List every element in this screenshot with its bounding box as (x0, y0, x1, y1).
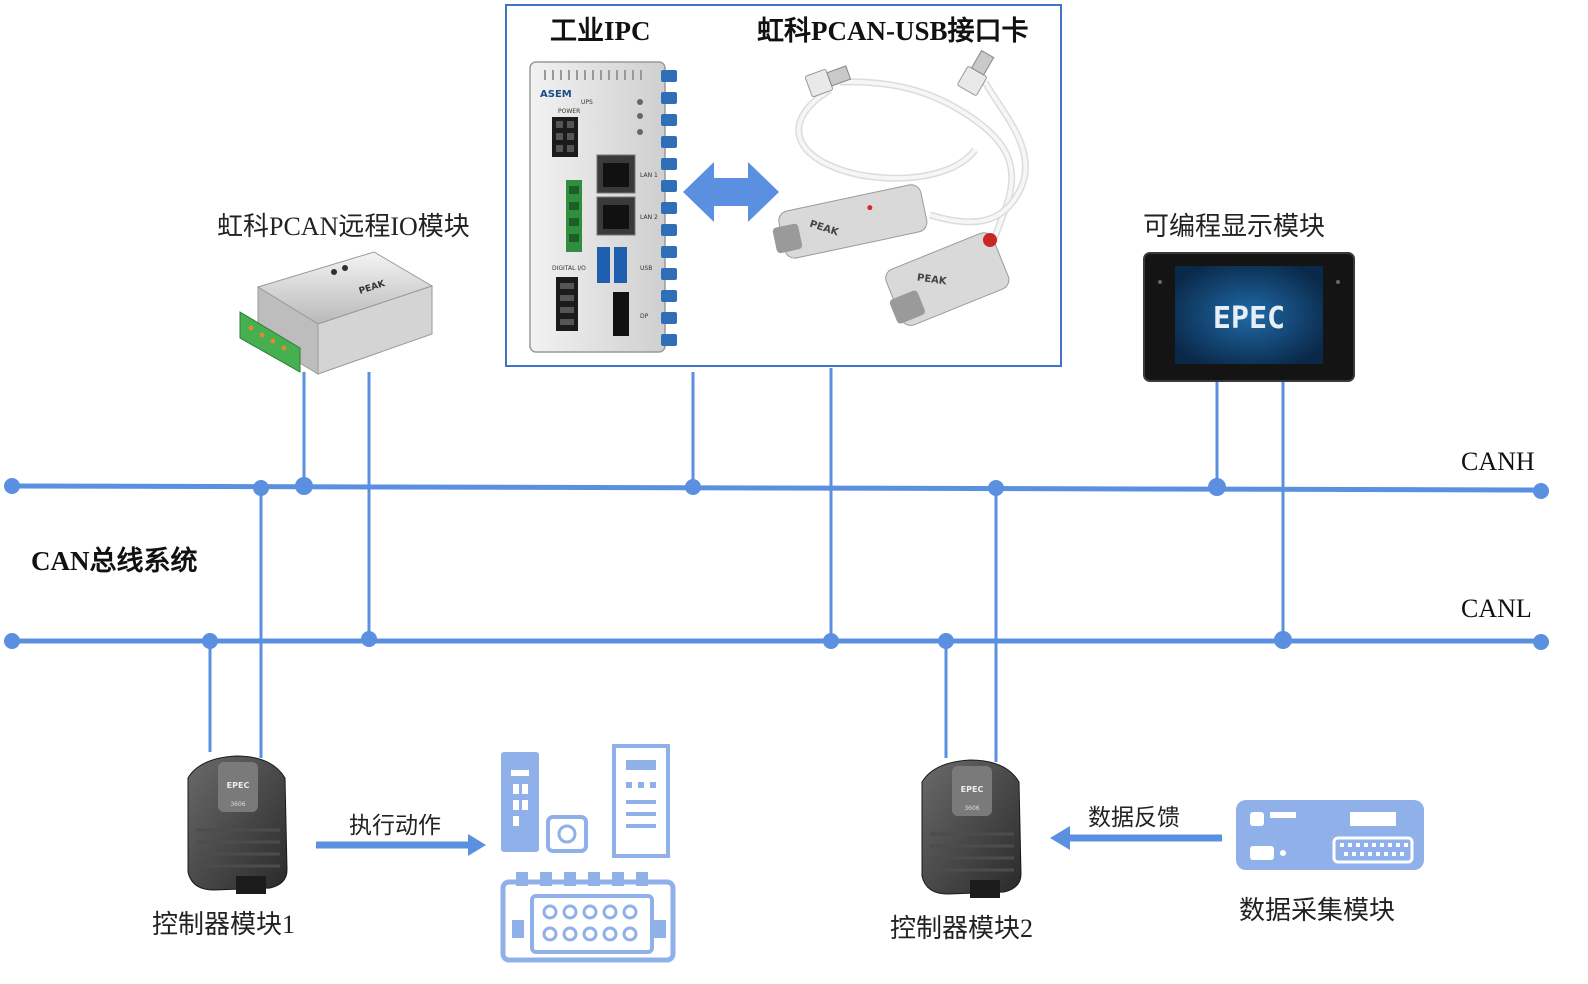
pcan-brand-2: PEAK (916, 272, 948, 287)
pcan-usb-image: PEAK PEAK (772, 49, 1029, 326)
canh-line (11, 483, 1542, 493)
ipc-brand: ASEM (540, 89, 572, 100)
daq-image (1236, 800, 1424, 870)
system-title: CAN总线系统 (31, 545, 198, 576)
ipc-port-lan2: LAN 2 (640, 214, 658, 221)
controller-2-image: EPEC 3606 (921, 759, 1022, 898)
display-brand: EPEC (1213, 301, 1285, 336)
remote-io-label: 虹科PCAN远程IO模块 (217, 212, 470, 241)
controller-2-model: 3606 (964, 805, 979, 812)
action-label: 执行动作 (349, 813, 441, 838)
canl-nodes (4, 631, 1549, 650)
ipc-link-arrow (683, 162, 779, 222)
remote-io-image: PEAK (239, 251, 434, 375)
drop-lines (208, 368, 1285, 762)
ipc-port-power: POWER (558, 108, 580, 115)
pcan-usb-label: 虹科PCAN-USB接口卡 (757, 16, 1029, 46)
ipc-port-ups: UPS (581, 99, 593, 106)
controller-2-label: 控制器模块2 (890, 914, 1033, 943)
ipc-port-lan1: LAN 1 (640, 172, 658, 179)
display-label: 可编程显示模块 (1143, 212, 1325, 241)
action-arrow (316, 834, 486, 856)
controller-1-model: 3606 (230, 801, 245, 808)
feedback-arrow (1050, 826, 1222, 850)
canh-nodes (4, 477, 1549, 499)
controller-1-image: EPEC 3606 (187, 755, 288, 894)
feedback-label: 数据反馈 (1088, 805, 1180, 830)
controller-1-brand: EPEC (227, 781, 250, 790)
ipc-port-dp: DP (640, 313, 649, 320)
controller-2-brand: EPEC (961, 785, 984, 794)
canl-label: CANL (1461, 594, 1532, 623)
display-image: EPEC (1143, 252, 1355, 382)
ipc-label: 工业IPC (550, 16, 651, 46)
actuator-icons (500, 744, 676, 963)
ipc-port-usb: USB (640, 265, 652, 272)
controller-1-label: 控制器模块1 (152, 910, 295, 939)
ipc-device-image: ASEM POWER UPS LAN 1 LAN 2 USB DIGITAL I… (529, 61, 677, 353)
ipc-port-dio: DIGITAL I/O (552, 265, 586, 272)
daq-label: 数据采集模块 (1239, 896, 1395, 925)
canh-label: CANH (1461, 447, 1535, 476)
